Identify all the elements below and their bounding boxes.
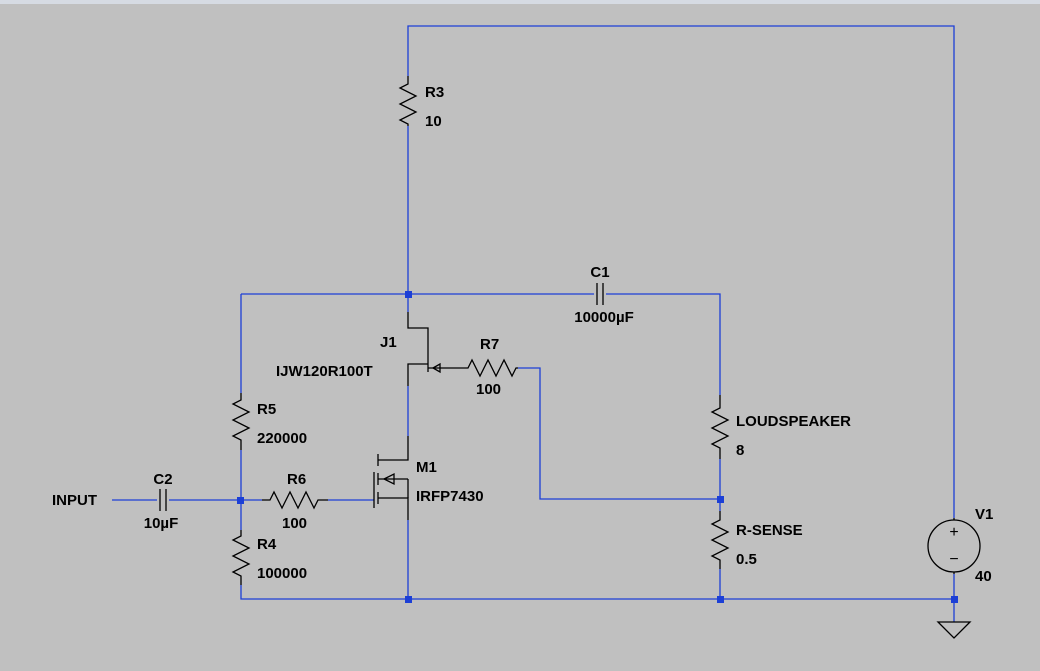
loudspeaker-ref: LOUDSPEAKER [736, 413, 851, 430]
loudspeaker-value: 8 [736, 442, 744, 459]
junction-dot [405, 291, 412, 298]
resistor-r5[interactable]: R5 220000 [231, 393, 307, 450]
wire-c1-to-speaker[interactable] [606, 293, 721, 395]
junction-dot [405, 596, 412, 603]
junction-dot [717, 596, 724, 603]
v1-plus-symbol: + [949, 524, 958, 541]
resistor-r6[interactable]: R6 100 [262, 471, 328, 532]
c1-value: 10000µF [574, 309, 634, 326]
r4-ref: R4 [257, 536, 277, 553]
junctions [237, 291, 958, 603]
c1-ref: C1 [590, 264, 609, 281]
v1-ref: V1 [975, 506, 993, 523]
wire-r7-sense[interactable] [518, 367, 720, 500]
resistor-r3[interactable]: R3 10 [398, 76, 444, 130]
m1-value: IRFP7430 [416, 488, 484, 505]
r3-value: 10 [425, 113, 442, 130]
j1-value: IJW120R100T [276, 363, 373, 380]
resistor-r-sense[interactable]: R-SENSE 0.5 [710, 511, 803, 569]
input-label[interactable]: INPUT [52, 492, 97, 509]
m1-ref: M1 [416, 459, 437, 476]
wire-r4-ground[interactable] [240, 585, 954, 600]
r3-ref: R3 [425, 84, 444, 101]
wire-top-to-v1[interactable] [407, 25, 955, 518]
v1-value: 40 [975, 568, 992, 585]
r5-value: 220000 [257, 430, 307, 447]
resistor-loudspeaker[interactable]: LOUDSPEAKER 8 [710, 395, 851, 459]
r-sense-ref: R-SENSE [736, 522, 803, 539]
r-sense-value: 0.5 [736, 551, 757, 568]
junction-dot [237, 497, 244, 504]
ground-icon[interactable] [936, 621, 972, 639]
r6-ref: R6 [287, 471, 306, 488]
v1-minus-symbol: − [949, 551, 958, 568]
window-top-edge [0, 0, 1040, 4]
junction-dot [717, 496, 724, 503]
c2-ref: C2 [153, 471, 172, 488]
voltage-source-v1[interactable]: + − V1 40 [927, 506, 993, 585]
mosfet-m1[interactable]: M1 IRFP7430 [373, 436, 484, 520]
capacitor-c2[interactable]: C2 10µF [144, 471, 179, 532]
junction-dot [951, 596, 958, 603]
resistor-r7[interactable]: R7 100 [462, 336, 518, 398]
r7-value: 100 [476, 381, 501, 398]
j1-ref: J1 [380, 334, 397, 351]
r7-ref: R7 [480, 336, 499, 353]
capacitor-c1[interactable]: C1 10000µF [574, 264, 634, 326]
r6-value: 100 [282, 515, 307, 532]
c2-value: 10µF [144, 515, 179, 532]
wires [112, 25, 955, 622]
r5-ref: R5 [257, 401, 276, 418]
r4-value: 100000 [257, 565, 307, 582]
jfet-j1[interactable]: J1 IJW120R100T [276, 312, 462, 386]
resistor-r4[interactable]: R4 100000 [231, 530, 307, 585]
